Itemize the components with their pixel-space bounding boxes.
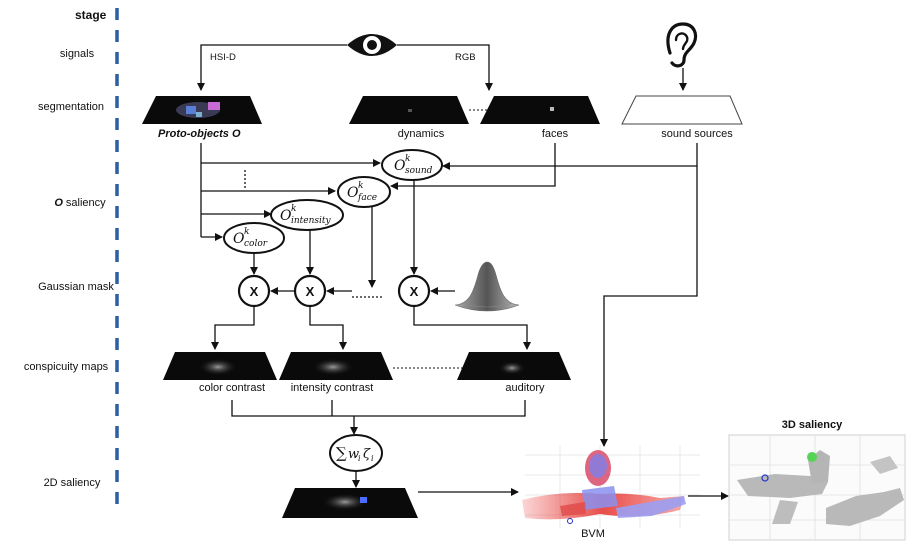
dynamics-label: dynamics (398, 128, 445, 140)
intensity-contrast-label: intensity contrast (291, 382, 374, 394)
svg-text:X: X (250, 284, 259, 299)
ear-icon (666, 22, 698, 68)
mult-node-sound: X (397, 274, 431, 308)
stage-signals: signals (60, 48, 95, 60)
stage-segmentation: segmentation (38, 101, 104, 113)
svg-text:∑: ∑ (336, 444, 347, 462)
stage-title: stage (75, 8, 107, 22)
svg-text:face: face (357, 193, 377, 203)
o-intensity-node: O k intensity (270, 199, 344, 231)
dynamics-map (349, 96, 469, 124)
svg-text:sound: sound (405, 166, 433, 176)
bvm-visualization (522, 445, 700, 528)
stage-o-saliency: O saliency (54, 197, 106, 209)
color-contrast-map (163, 352, 277, 380)
svg-text:k: k (358, 181, 363, 191)
mult-to-color-map (211, 306, 255, 350)
svg-text:i: i (371, 454, 374, 463)
svg-text:O: O (233, 231, 245, 247)
saliency-3d-panel (728, 434, 906, 541)
o-color-node: O k color (223, 222, 285, 254)
sound-sources-label: sound sources (661, 128, 733, 140)
weighted-sum-node: ∑ w i ζ i (329, 434, 383, 472)
svg-text:w: w (348, 447, 359, 462)
eye-icon (347, 34, 397, 56)
color-contrast-label: color contrast (199, 382, 265, 394)
svg-text:color: color (244, 239, 268, 249)
faces-map (480, 96, 600, 124)
proto-objects-map (142, 96, 262, 124)
stage-conspicuity-maps: conspicuity maps (24, 361, 109, 373)
svg-text:O: O (394, 158, 406, 174)
svg-text:i: i (358, 454, 361, 463)
svg-text:O: O (347, 185, 359, 201)
signal-hsid-label: HSI-D (210, 52, 236, 63)
eye-to-hsid-arrow (197, 44, 347, 91)
o-sound-node: O k sound (381, 149, 443, 181)
mult-to-intensity-map (309, 306, 347, 350)
intensity-contrast-map (279, 352, 393, 380)
saliency-2d-map (282, 488, 418, 518)
svg-text:k: k (405, 154, 410, 164)
svg-text:intensity: intensity (291, 216, 332, 226)
sound-to-bvm-arrow (600, 166, 698, 447)
mult-node-color: X (237, 274, 271, 308)
sound-to-sound-node-arrow (442, 143, 698, 170)
gaussian-icon (454, 261, 520, 312)
faces-to-face-arrow (390, 143, 556, 190)
svg-text:X: X (306, 284, 315, 299)
svg-text:k: k (291, 204, 296, 214)
svg-text:ζ: ζ (363, 447, 371, 462)
signal-rgb-label: RGB (455, 52, 476, 63)
proto-objects-label: Proto-objects O (158, 128, 241, 140)
stage-gaussian-mask: Gaussian mask (38, 281, 114, 293)
mult-to-auditory-map (413, 306, 531, 350)
auditory-label: auditory (505, 382, 545, 394)
bvm-label: BVM (581, 528, 605, 540)
combine-bracket (231, 400, 526, 417)
svg-text:X: X (410, 284, 419, 299)
stage-2d-saliency: 2D saliency (44, 477, 101, 489)
o-face-node: O k face (337, 176, 391, 208)
svg-text:O: O (280, 208, 292, 224)
auditory-map (457, 352, 571, 380)
svg-text:k: k (244, 227, 249, 237)
saliency-3d-title: 3D saliency (782, 419, 843, 431)
mult-node-intensity: X (293, 274, 327, 308)
eye-to-rgb-arrow (397, 44, 493, 91)
sound-sources-map (621, 95, 743, 125)
faces-label: faces (542, 128, 569, 140)
